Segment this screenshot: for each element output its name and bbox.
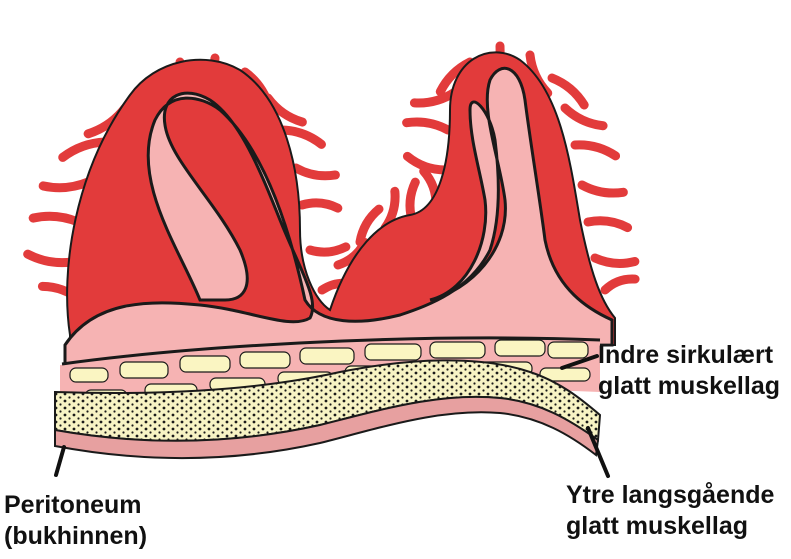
- villus: [28, 254, 72, 262]
- label-outer-line1: Ytre langsgående: [566, 481, 774, 509]
- muscle-block: [430, 342, 485, 358]
- muscle-block: [240, 352, 290, 368]
- muscle-block: [300, 348, 354, 364]
- label-peritoneum: Peritoneum (bukhinnen): [4, 490, 147, 552]
- villus: [310, 247, 346, 252]
- villus: [588, 221, 628, 228]
- villus: [605, 279, 635, 290]
- villus: [302, 203, 338, 208]
- villus: [296, 168, 335, 176]
- villus: [575, 145, 616, 156]
- muscle-block: [120, 362, 168, 378]
- villus: [43, 182, 88, 188]
- label-peritoneum-line2: (bukhinnen): [4, 522, 147, 550]
- villus: [552, 78, 584, 105]
- muscle-block: [70, 368, 108, 382]
- label-outer-line2: glatt muskellag: [566, 512, 748, 540]
- muscle-block: [495, 340, 545, 356]
- muscle-block: [365, 344, 421, 360]
- villus: [407, 156, 445, 170]
- leader-line-peritoneum: [56, 447, 64, 475]
- label-inner-circular-muscle: Indre sirkulært glatt muskellag: [598, 340, 780, 402]
- villus: [414, 92, 455, 103]
- muscle-block: [548, 342, 588, 358]
- villus: [33, 216, 78, 222]
- label-inner-line1: Indre sirkulært: [598, 341, 773, 369]
- villus: [595, 258, 635, 263]
- villus: [582, 185, 623, 193]
- label-inner-line2: glatt muskellag: [598, 372, 780, 400]
- label-peritoneum-line1: Peritoneum: [4, 491, 142, 519]
- muscle-block: [180, 356, 230, 372]
- villus: [565, 108, 603, 126]
- label-outer-longitudinal-muscle: Ytre langsgående glatt muskellag: [566, 480, 774, 542]
- villus: [407, 122, 448, 130]
